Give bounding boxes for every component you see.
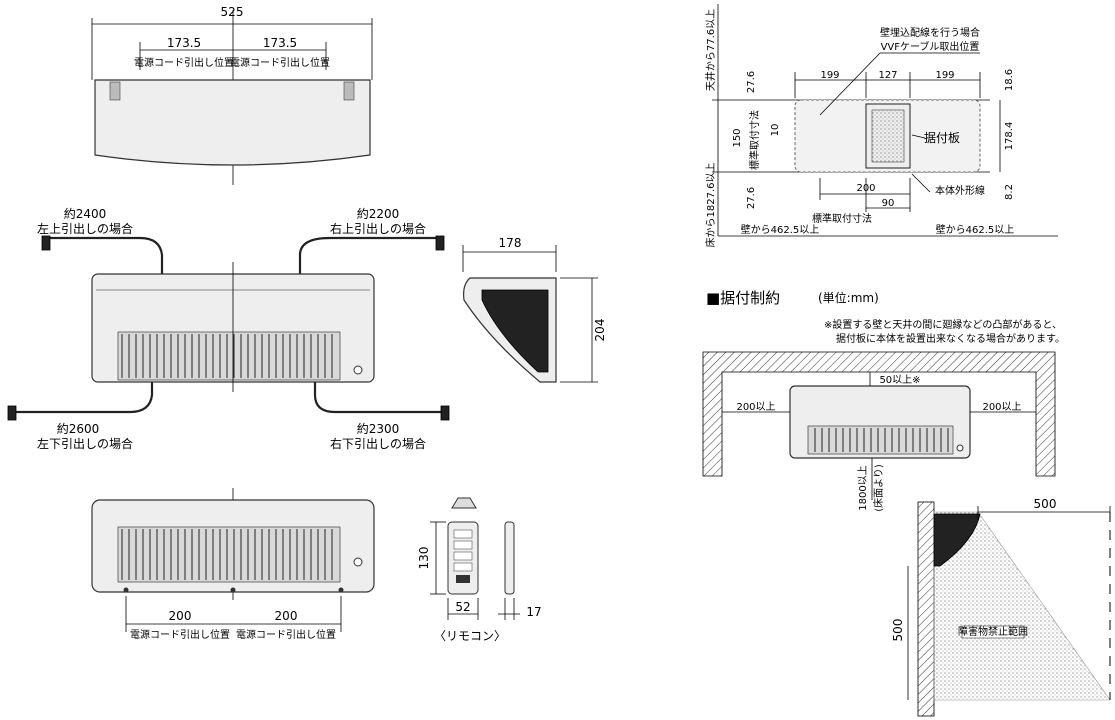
bottom-right-dim: 200: [275, 609, 298, 623]
dim-18-6: 18.6: [1004, 69, 1015, 91]
cord-tl-length: 約2400: [64, 206, 107, 221]
bottom-view: 200 200 電源コード引出し位置 電源コード引出し位置: [91, 488, 375, 641]
cord-bottom-right: [313, 382, 445, 414]
remote-height-label: 130: [417, 547, 431, 570]
bottom-cord-pos-right: 電源コード引出し位置: [236, 628, 336, 641]
dim-178-4: 178.4: [1004, 122, 1015, 151]
dim-27-6-top: 27.6: [746, 71, 757, 93]
remote-depth-label: 17: [526, 605, 541, 619]
cord-bl-length: 約2600: [57, 421, 100, 436]
plate-label: 据付板: [924, 131, 960, 145]
zone-unit: [933, 513, 981, 567]
left-gap-label: 200以上: [736, 401, 775, 413]
restriction-note-2: 据付板に本体を設置出来なくなる場合があります。: [836, 332, 1065, 345]
cord-br-length: 約2300: [357, 421, 400, 436]
floor-gap-label: 1800以上: [857, 465, 869, 510]
cord-pos-label-left: 電源コード引出し位置: [134, 56, 234, 69]
side-view: 178 204: [462, 236, 607, 383]
front-width-label: 525: [221, 5, 244, 19]
remote-drawing: 130 52 17 〈リモコン〉: [417, 497, 542, 643]
cord-tr-length: 約2200: [357, 206, 400, 221]
dim-127: 127: [878, 70, 897, 81]
dim-8-2: 8.2: [1004, 184, 1015, 200]
zone-wall: [917, 501, 935, 717]
floor-gap-note: (床面より): [872, 464, 885, 512]
vvf-label: VVFケーブル取出位置: [881, 40, 980, 53]
ceiling-clearance-label: 天井から77.6以上: [704, 9, 717, 91]
right-gap-label: 200以上: [982, 401, 1021, 413]
restriction-note-1: ※設置する壁と天井の間に廻縁などの凸部があると、: [824, 318, 1062, 331]
bottom-cord-pos-left: 電源コード引出し位置: [130, 628, 230, 641]
cord-tl-label: 左上引出しの場合: [37, 221, 133, 236]
dim-150: 150: [732, 128, 743, 147]
prohibited-zone: 500 500 障害物禁止範囲: [891, 497, 1111, 717]
restriction-title: ■据付制約: [706, 289, 780, 307]
zone-height-label: 500: [891, 619, 905, 642]
remote-side: [504, 521, 515, 595]
bottom-left-dim: 200: [169, 609, 192, 623]
wall-right-label: 壁から462.5以上: [936, 223, 1015, 236]
std-dim-vertical: 標準取付寸法: [748, 110, 761, 170]
offset-right-label: 173.5: [263, 36, 297, 50]
cord-br-label: 右下引出しの場合: [330, 436, 426, 451]
dim-199-left: 199: [820, 70, 839, 81]
cord-pos-label-right: 電源コード引出し位置: [230, 56, 330, 69]
zone-label: 障害物禁止範囲: [958, 625, 1028, 638]
cord-bl-label: 左下引出しの場合: [37, 436, 133, 451]
side-height-label: 204: [593, 319, 607, 342]
wall-left-label: 壁から462.5以上: [741, 223, 820, 236]
top-view: 525 173.5 173.5 電源コード引出し位置 電源コード引出し位置: [91, 5, 373, 185]
dim-199-right: 199: [935, 70, 954, 81]
cord-bottom-left: [14, 382, 154, 414]
side-depth-label: 178: [499, 236, 522, 250]
restriction-section: ■据付制約 (単位:mm) ※設置する壁と天井の間に廻縁などの凸部があると、 据…: [702, 289, 1065, 512]
remote-caption: 〈リモコン〉: [434, 629, 506, 643]
outline-label: 本体外形線: [935, 184, 985, 197]
mount-plate-diagram: 天井から77.6以上 床から1827.6以上 壁埋込配線を行う場合 VVFケーブ…: [704, 4, 1058, 248]
cord-top-right: [298, 236, 442, 275]
floor-clearance-label: 床から1827.6以上: [704, 163, 717, 248]
offset-left-label: 173.5: [167, 36, 201, 50]
front-view: 約2400 左上引出しの場合 約2200 右上引出しの場合 約2600 左下引出…: [7, 206, 450, 451]
cord-top-left: [46, 236, 164, 275]
dim-10: 10: [770, 124, 781, 137]
cord-tr-label: 右上引出しの場合: [330, 221, 426, 236]
unit-top-outline: [94, 79, 371, 166]
std-dim-label: 標準取付寸法: [812, 212, 872, 225]
top-gap-label: 50以上※: [879, 374, 920, 386]
room-wall-hatch: [702, 351, 1056, 477]
dim-90: 90: [882, 198, 895, 209]
dim-27-6-bottom: 27.6: [746, 187, 757, 209]
zone-width-label: 500: [1034, 497, 1057, 511]
dim-200: 200: [856, 183, 875, 194]
restriction-unit: (単位:mm): [818, 290, 879, 305]
wall-wiring-label: 壁埋込配線を行う場合: [880, 26, 980, 39]
remote-width-label: 52: [455, 600, 470, 614]
